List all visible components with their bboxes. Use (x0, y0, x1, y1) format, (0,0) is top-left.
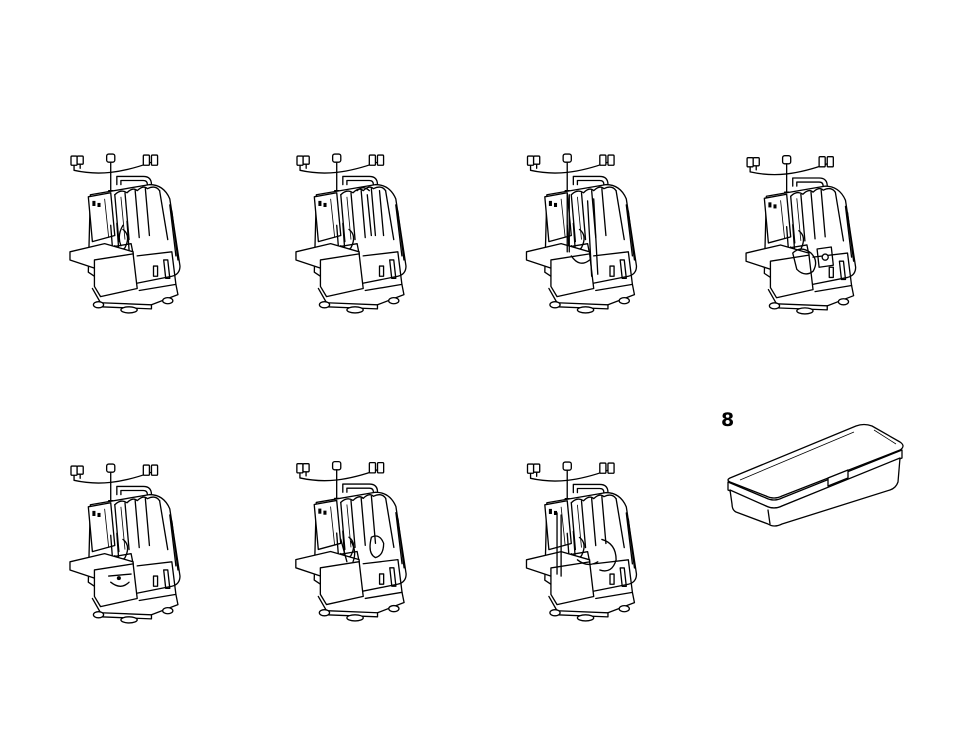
serger-illustration-2 (292, 152, 412, 317)
carrying-case-illustration (724, 420, 906, 528)
serger-illustration-6 (292, 480, 412, 625)
serger-illustration-7 (520, 460, 645, 625)
serger-illustration-5 (66, 462, 186, 627)
serger-illustration-3 (520, 152, 645, 317)
serger-illustration-4 (752, 178, 870, 318)
serger-illustration-1 (66, 152, 186, 317)
